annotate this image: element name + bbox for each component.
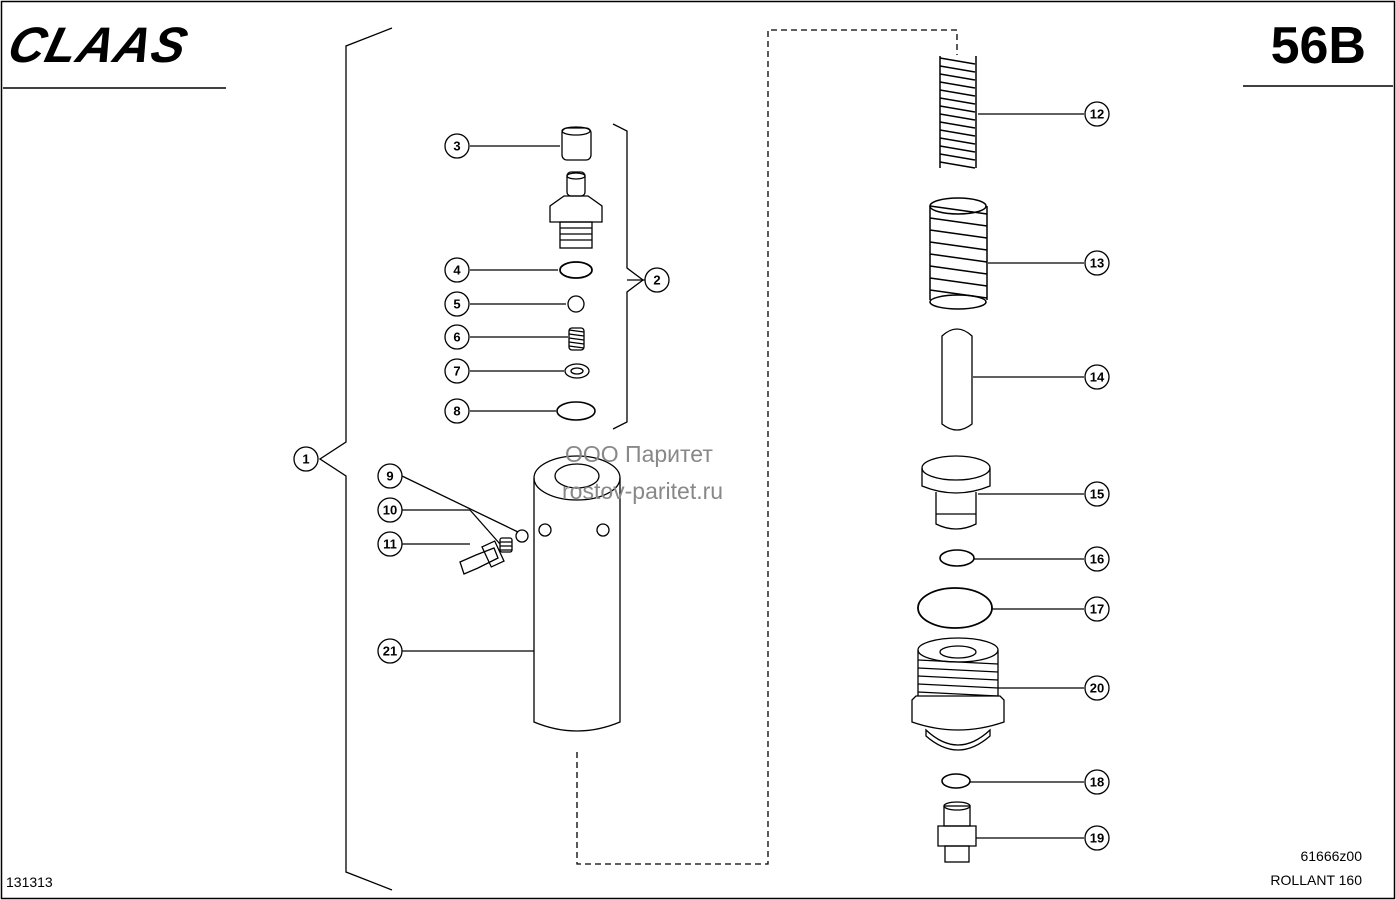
part-spring-6 [568, 327, 585, 351]
part-pin-14 [941, 328, 973, 431]
part-washer-7 [564, 363, 590, 379]
callout-5: 5 [444, 291, 470, 317]
callout-11: 11 [377, 531, 403, 557]
reference-code: 61666z00 [1300, 848, 1362, 864]
svg-text:20: 20 [1090, 681, 1104, 696]
svg-text:11: 11 [383, 537, 397, 552]
part-cap [561, 126, 592, 161]
svg-text:5: 5 [453, 297, 460, 312]
callout-13: 13 [1084, 250, 1110, 276]
callout-8: 8 [444, 398, 470, 424]
svg-text:12: 12 [1090, 107, 1104, 122]
svg-text:19: 19 [1090, 831, 1104, 846]
svg-text:8: 8 [453, 404, 460, 419]
leader-lines [401, 113, 1084, 839]
bracket-assembly-2 [612, 123, 645, 430]
part-fitting-19 [937, 801, 977, 863]
dashed-alignment-line [576, 29, 958, 865]
part-piston-15 [921, 455, 991, 530]
page-code: 56B [1270, 17, 1366, 75]
callout-9: 9 [377, 463, 403, 489]
bracket-assembly-1 [318, 27, 393, 891]
svg-text:21: 21 [383, 644, 397, 659]
part-spring-12 [939, 56, 977, 169]
callout-1: 1 [293, 446, 319, 472]
svg-text:2: 2 [653, 273, 660, 288]
svg-text:4: 4 [453, 263, 461, 278]
claas-logo: CLAAS [2, 17, 194, 73]
part-screw-11 [459, 540, 505, 575]
callout-19: 19 [1084, 825, 1110, 851]
callout-7: 7 [444, 358, 470, 384]
callout-10: 10 [377, 497, 403, 523]
callout-18: 18 [1084, 769, 1110, 795]
part-threaded-plug-20 [911, 637, 1005, 751]
callout-16: 16 [1084, 546, 1110, 572]
part-valve-fitting [549, 171, 603, 249]
svg-text:13: 13 [1090, 256, 1104, 271]
svg-text:7: 7 [453, 364, 460, 379]
model-name: ROLLANT 160 [1270, 872, 1362, 888]
callout-3: 3 [444, 133, 470, 159]
svg-text:10: 10 [383, 503, 397, 518]
watermark-website: rostov-paritet.ru [562, 478, 724, 504]
svg-text:1: 1 [302, 452, 309, 467]
svg-text:18: 18 [1090, 775, 1104, 790]
callout-17: 17 [1084, 596, 1110, 622]
part-spring-10 [499, 537, 513, 553]
callout-6: 6 [444, 324, 470, 350]
part-ball-9 [515, 529, 529, 543]
svg-text:15: 15 [1090, 487, 1104, 502]
callout-12: 12 [1084, 101, 1110, 127]
svg-text:14: 14 [1090, 370, 1105, 385]
callout-20: 20 [1084, 675, 1110, 701]
callout-4: 4 [444, 257, 470, 283]
part-snap-ring-8 [556, 401, 596, 421]
svg-text:3: 3 [453, 139, 460, 154]
callout-14: 14 [1084, 364, 1110, 390]
svg-text:6: 6 [453, 330, 460, 345]
part-cylinder-body-21 [533, 455, 621, 732]
drawing-number: 131313 [6, 874, 53, 890]
part-ring-16 [939, 549, 975, 567]
part-o-ring-17 [917, 587, 993, 629]
part-spring-13 [929, 197, 988, 310]
svg-text:17: 17 [1090, 602, 1104, 617]
callout-2: 2 [644, 267, 670, 293]
part-o-ring-4 [559, 261, 593, 279]
svg-text:9: 9 [386, 469, 393, 484]
part-ball-5 [567, 295, 585, 313]
callout-15: 15 [1084, 481, 1110, 507]
part-o-ring-18 [941, 773, 971, 789]
callout-21: 21 [377, 638, 403, 664]
svg-text:16: 16 [1090, 552, 1104, 567]
watermark-company: ООО Паритет [565, 441, 713, 467]
